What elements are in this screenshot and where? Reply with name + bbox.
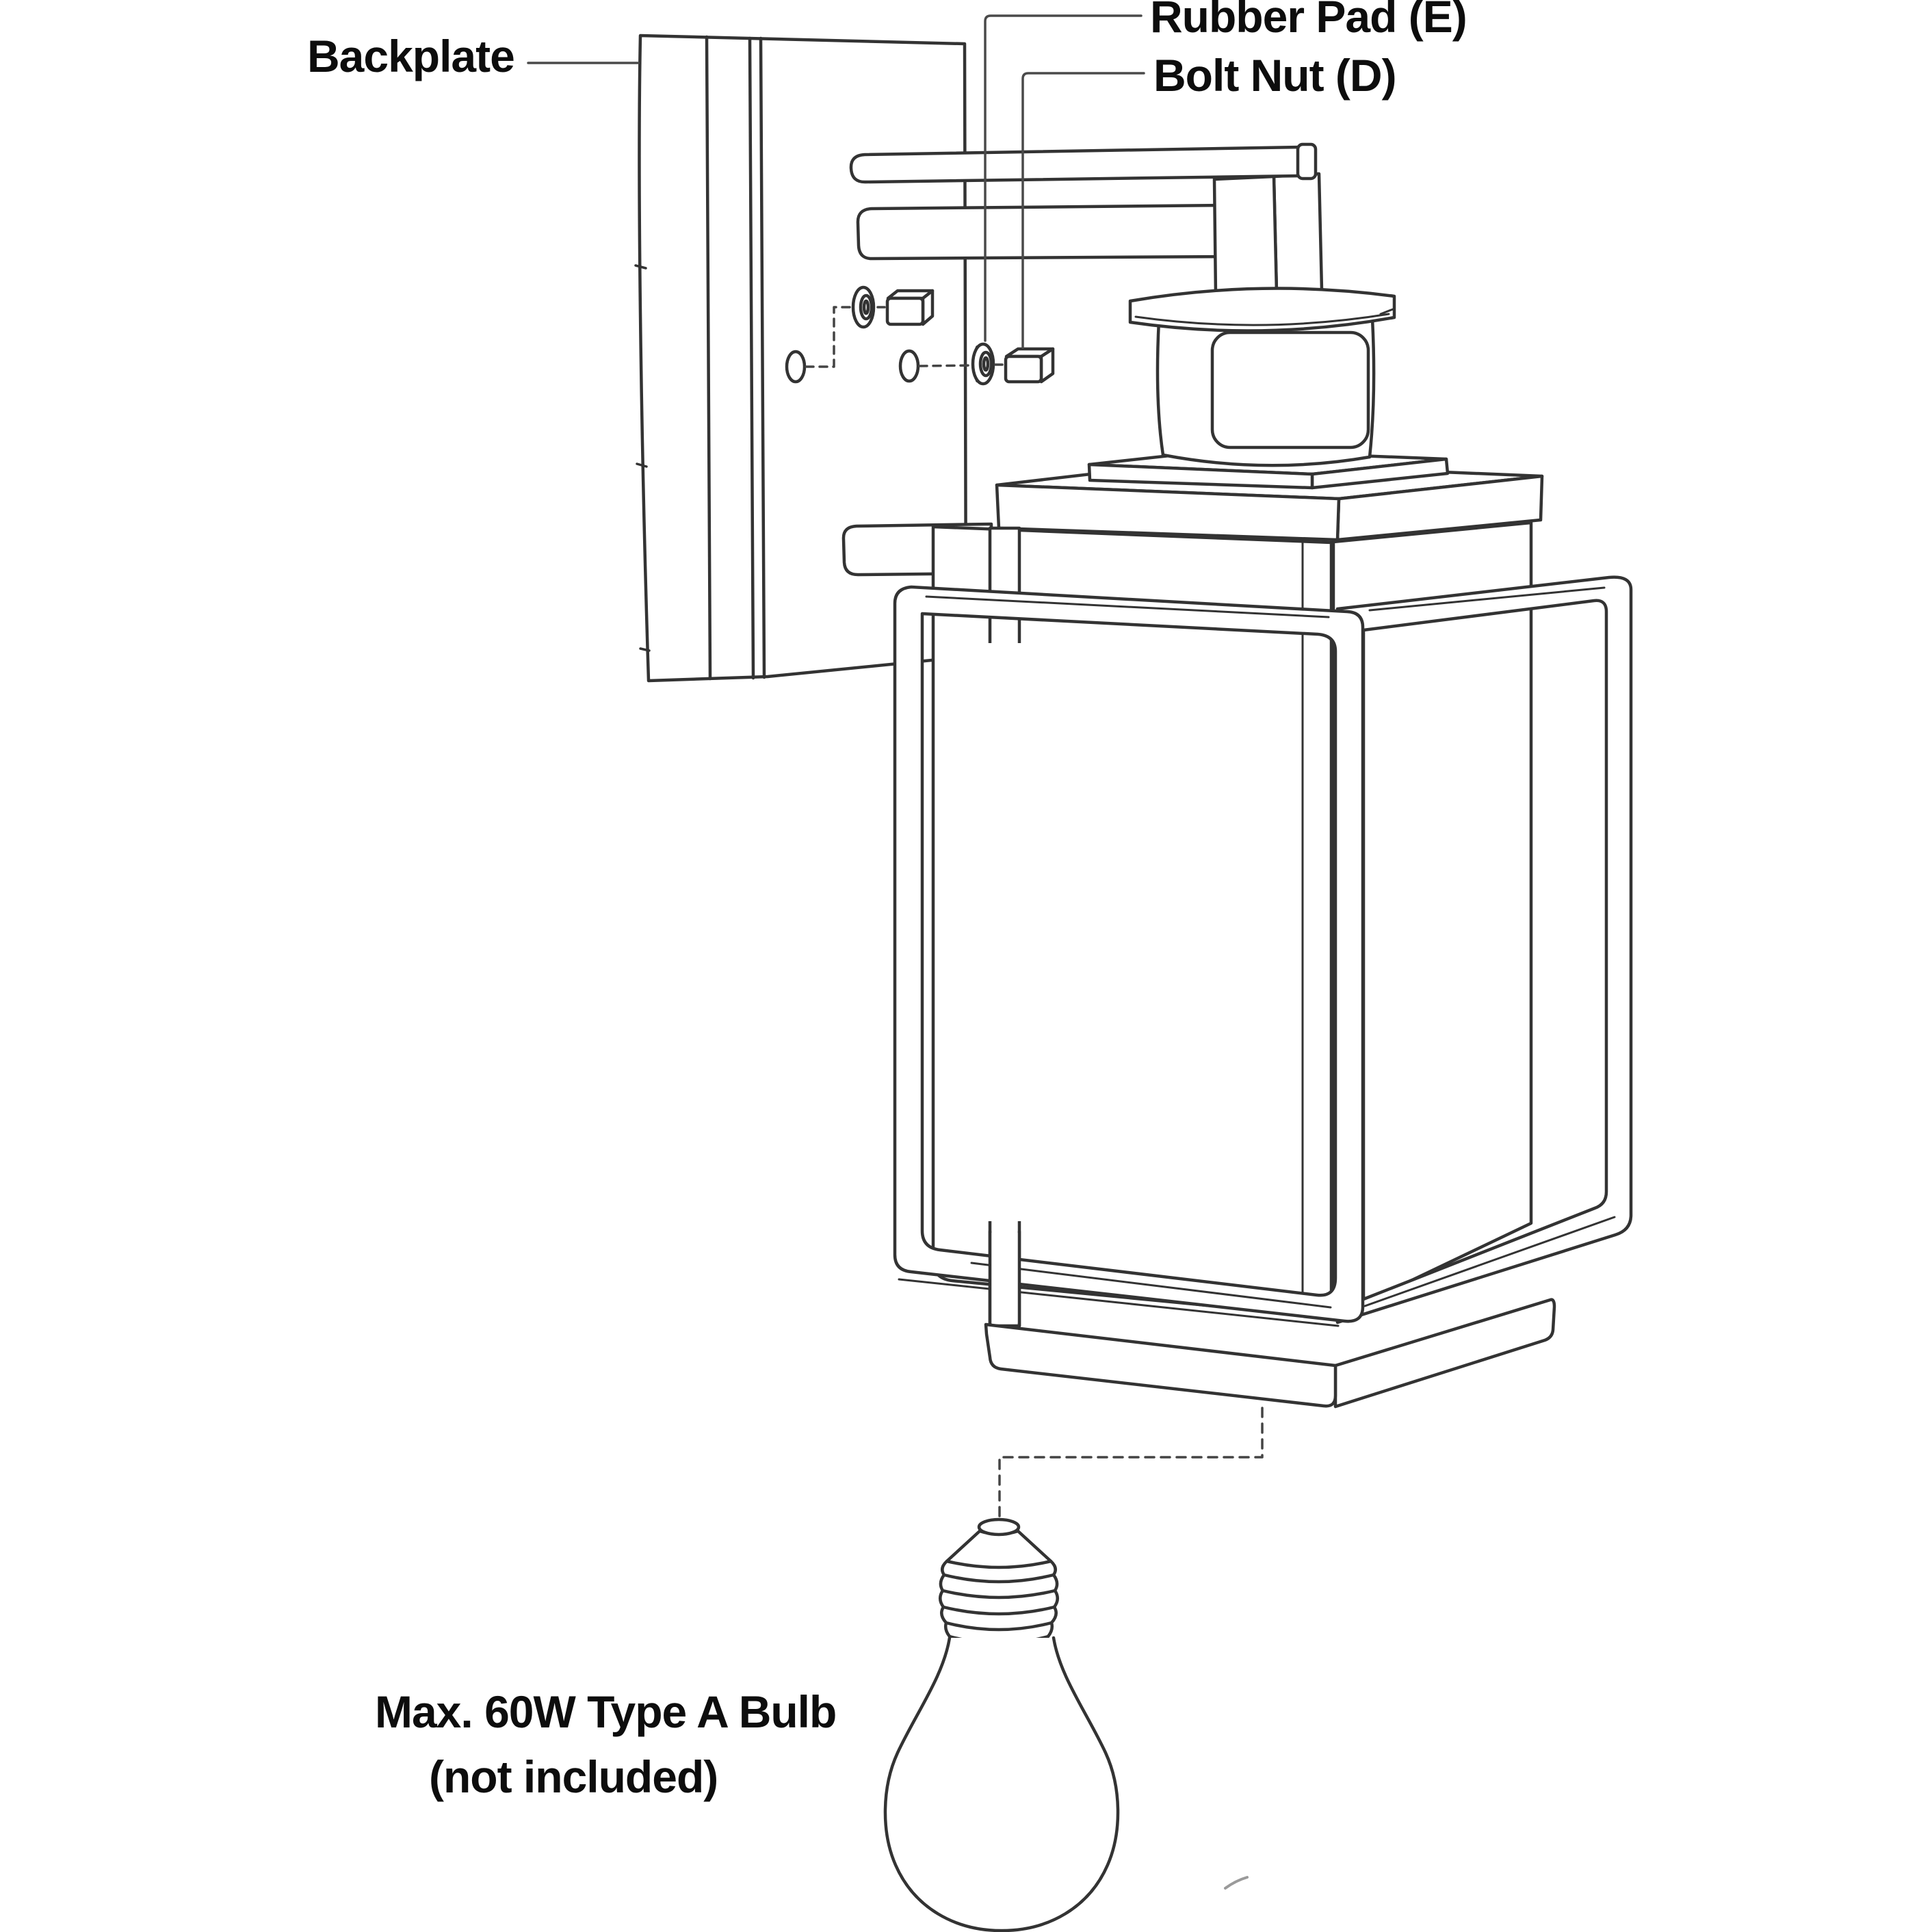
- lantern-frame-right: [1335, 575, 1633, 1324]
- socket-body: [1156, 317, 1376, 467]
- bulb-note-line1: Max. 60W Type A Bulb: [375, 1686, 837, 1737]
- bulb: [883, 1517, 1120, 1932]
- frame-post-back-left-lower: [988, 1229, 1021, 1328]
- mounting-holes: [785, 349, 920, 384]
- bulb-note-line2: (not included): [429, 1751, 718, 1802]
- rubber-pad-label: Rubber Pad (E): [1150, 0, 1467, 42]
- rubber-pad-washer-2: [971, 342, 995, 386]
- backplate-label: Backplate: [307, 31, 515, 81]
- bulb-tip: [977, 1517, 1021, 1537]
- bulb-glass: [883, 1636, 1120, 1932]
- bolt-nut-leader: [1021, 72, 1145, 349]
- stray-mark: [1224, 1876, 1249, 1890]
- rubber-pad-leader: [984, 14, 1143, 342]
- glass-panel: [931, 521, 1533, 1320]
- bulb-connector-line: [998, 1407, 1264, 1520]
- leader-lines: [527, 14, 1145, 349]
- socket-flange: [1128, 287, 1396, 332]
- lantern-base: [984, 1298, 1556, 1409]
- lantern-frame-front: [893, 585, 1365, 1327]
- mounting-arm: [849, 142, 1324, 298]
- hardware-pair-1: [805, 285, 935, 368]
- bolt-nut-label: Bolt Nut (D): [1153, 50, 1397, 101]
- bulb-screw-threads: [939, 1559, 1059, 1645]
- rubber-pad-washer-1: [851, 285, 876, 329]
- bolt-nut-2: [1004, 347, 1055, 384]
- bolt-nut-1: [885, 289, 935, 326]
- hardware-pair-2: [918, 342, 1055, 386]
